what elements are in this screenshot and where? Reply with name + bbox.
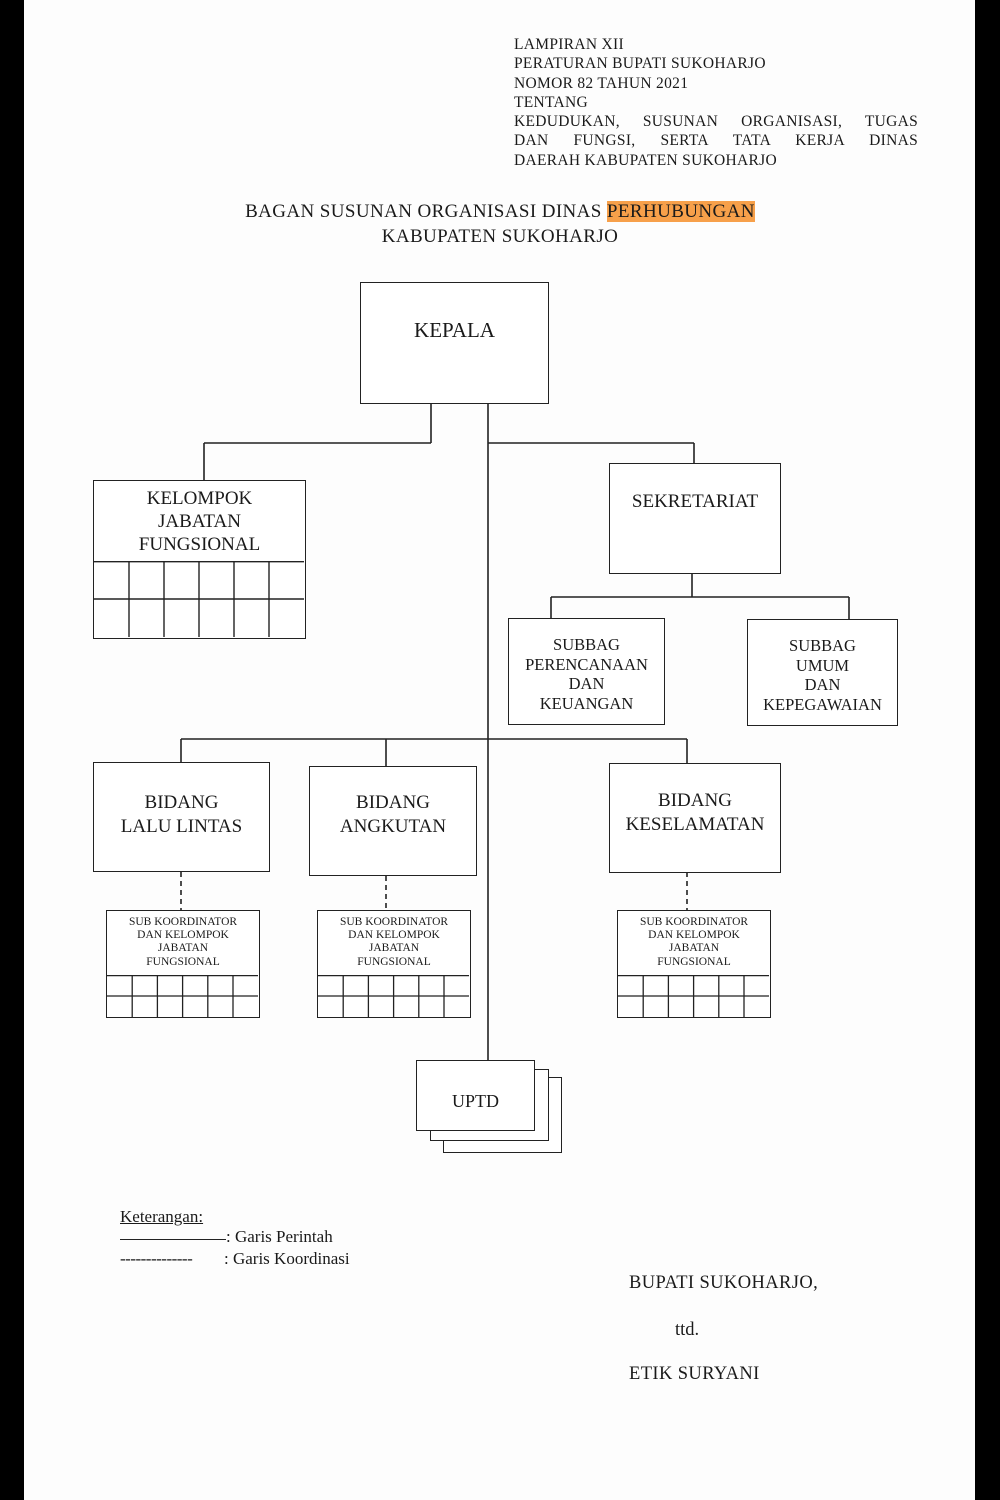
kelompok-line-2: JABATAN — [158, 511, 241, 532]
subbag-umum-label: SUBBAG UMUM DAN KEPEGAWAIAN — [748, 636, 897, 714]
subbag-umum-line-3: DAN — [804, 675, 841, 694]
legend-dashed-line: -------------- — [120, 1249, 193, 1268]
sub-koordinator-lalu-lintas-grid — [107, 975, 258, 1017]
chart-subtitle: KABUPATEN SUKOHARJO — [381, 226, 619, 247]
bidang-keselamatan-line-1: BIDANG — [658, 790, 732, 811]
bidang-lalu-lintas-line-1: BIDANG — [144, 792, 219, 813]
sub-koordinator-angkutan-grid — [318, 975, 469, 1017]
kepala-label: KEPALA — [414, 318, 495, 342]
subbag-perencanaan-line-2: PERENCANAAN — [525, 654, 648, 674]
header-nomor: NOMOR 82 TAHUN 2021 — [514, 75, 689, 92]
kepala-box: KEPALA — [360, 282, 549, 404]
sub-koordinator-line-4: FUNGSIONAL — [657, 955, 731, 968]
kelompok-label: KELOMPOK JABATAN FUNGSIONAL — [94, 487, 305, 556]
uptd-box: UPTD — [416, 1060, 535, 1131]
sub-koordinator-angkutan-label: SUB KOORDINATOR DAN KELOMPOK JABATAN FUN… — [318, 916, 470, 969]
subbag-umum-line-2: UMUM — [795, 655, 850, 675]
sub-koordinator-line-1: SUB KOORDINATOR — [639, 916, 749, 928]
sub-koordinator-angkutan-box: SUB KOORDINATOR DAN KELOMPOK JABATAN FUN… — [317, 910, 471, 1018]
sub-koordinator-keselamatan-grid — [618, 975, 769, 1017]
bidang-keselamatan-line-2: KESELAMATAN — [625, 814, 765, 835]
header-lampiran: LAMPIRAN XII — [514, 36, 624, 53]
sub-koordinator-keselamatan-box: SUB KOORDINATOR DAN KELOMPOK JABATAN FUN… — [617, 910, 771, 1018]
sub-koordinator-line-1: SUB KOORDINATOR — [128, 916, 238, 928]
sekretariat-box: SEKRETARIAT — [609, 463, 781, 574]
header-daerah: DAERAH KABUPATEN SUKOHARJO — [514, 152, 778, 169]
kelompok-jabatan-fungsional-box: KELOMPOK JABATAN FUNGSIONAL — [93, 480, 306, 639]
header-tentang: TENTANG — [514, 94, 589, 111]
legend-solid-label: : Garis Perintah — [226, 1227, 333, 1246]
signature-title: BUPATI SUKOHARJO, — [629, 1273, 819, 1293]
kelompok-line-3: FUNGSIONAL — [138, 534, 261, 555]
sub-koordinator-line-2: DAN KELOMPOK — [648, 929, 740, 942]
subbag-umum-kepegawaian-box: SUBBAG UMUM DAN KEPEGAWAIAN — [747, 619, 898, 726]
chart-title: BAGAN SUSUNAN ORGANISASI DINAS PERHUBUNG… — [0, 201, 1000, 223]
sub-koordinator-line-3: JABATAN — [368, 942, 420, 955]
kelompok-grid — [94, 561, 304, 637]
bidang-angkutan-box: BIDANG ANGKUTAN — [309, 766, 477, 876]
bidang-lalu-lintas-label: BIDANG LALU LINTAS — [94, 791, 269, 839]
subbag-perencanaan-line-3: DAN — [568, 674, 605, 693]
legend-heading: Keterangan: — [120, 1207, 204, 1226]
header-fungsi: DAN FUNGSI, SERTA TATA KERJA DINAS — [514, 132, 918, 149]
subbag-perencanaan-line-4: KEUANGAN — [539, 693, 634, 713]
bidang-angkutan-line-2: ANGKUTAN — [339, 816, 447, 837]
sub-koordinator-line-2: DAN KELOMPOK — [137, 929, 229, 942]
legend-dashed-label: : Garis Koordinasi — [224, 1249, 350, 1268]
signature-ttd: ttd. — [675, 1320, 700, 1340]
subbag-umum-line-1: SUBBAG — [789, 636, 856, 655]
signature-name: ETIK SURYANI — [629, 1364, 760, 1384]
sub-koordinator-line-1: SUB KOORDINATOR — [339, 916, 449, 928]
title-highlight: PERHUBUNGAN — [606, 201, 755, 222]
sub-koordinator-keselamatan-label: SUB KOORDINATOR DAN KELOMPOK JABATAN FUN… — [618, 916, 770, 969]
legend-solid-line — [120, 1239, 226, 1240]
subbag-perencanaan-line-1: SUBBAG — [553, 635, 620, 654]
bidang-angkutan-label: BIDANG ANGKUTAN — [310, 791, 476, 839]
sub-koordinator-line-3: JABATAN — [668, 942, 720, 955]
bidang-angkutan-line-1: BIDANG — [356, 792, 430, 813]
uptd-label: UPTD — [451, 1091, 499, 1111]
header-peraturan: PERATURAN BUPATI SUKOHARJO — [514, 55, 766, 72]
subbag-perencanaan-keuangan-box: SUBBAG PERENCANAAN DAN KEUANGAN — [508, 618, 665, 725]
sub-koordinator-line-2: DAN KELOMPOK — [348, 929, 440, 942]
document-page — [24, 0, 975, 1500]
bidang-keselamatan-box: BIDANG KESELAMATAN — [609, 763, 781, 873]
sub-koordinator-line-3: JABATAN — [157, 942, 209, 955]
sub-koordinator-lalu-lintas-label: SUB KOORDINATOR DAN KELOMPOK JABATAN FUN… — [107, 916, 259, 969]
sekretariat-label: SEKRETARIAT — [631, 491, 759, 512]
header-kedudukan: KEDUDUKAN, SUSUNAN ORGANISASI, TUGAS — [514, 113, 918, 130]
sub-koordinator-line-4: FUNGSIONAL — [146, 955, 220, 968]
sub-koordinator-lalu-lintas-box: SUB KOORDINATOR DAN KELOMPOK JABATAN FUN… — [106, 910, 260, 1018]
title-prefix: BAGAN SUSUNAN ORGANISASI DINAS — [245, 201, 607, 222]
sub-koordinator-line-4: FUNGSIONAL — [357, 955, 431, 968]
bidang-keselamatan-label: BIDANG KESELAMATAN — [610, 789, 780, 837]
bidang-lalu-lintas-box: BIDANG LALU LINTAS — [93, 762, 270, 872]
subbag-umum-line-4: KEPEGAWAIAN — [763, 694, 882, 714]
kelompok-line-1: KELOMPOK — [146, 488, 253, 509]
bidang-lalu-lintas-line-2: LALU LINTAS — [120, 816, 243, 837]
subbag-perencanaan-label: SUBBAG PERENCANAAN DAN KEUANGAN — [509, 635, 664, 713]
